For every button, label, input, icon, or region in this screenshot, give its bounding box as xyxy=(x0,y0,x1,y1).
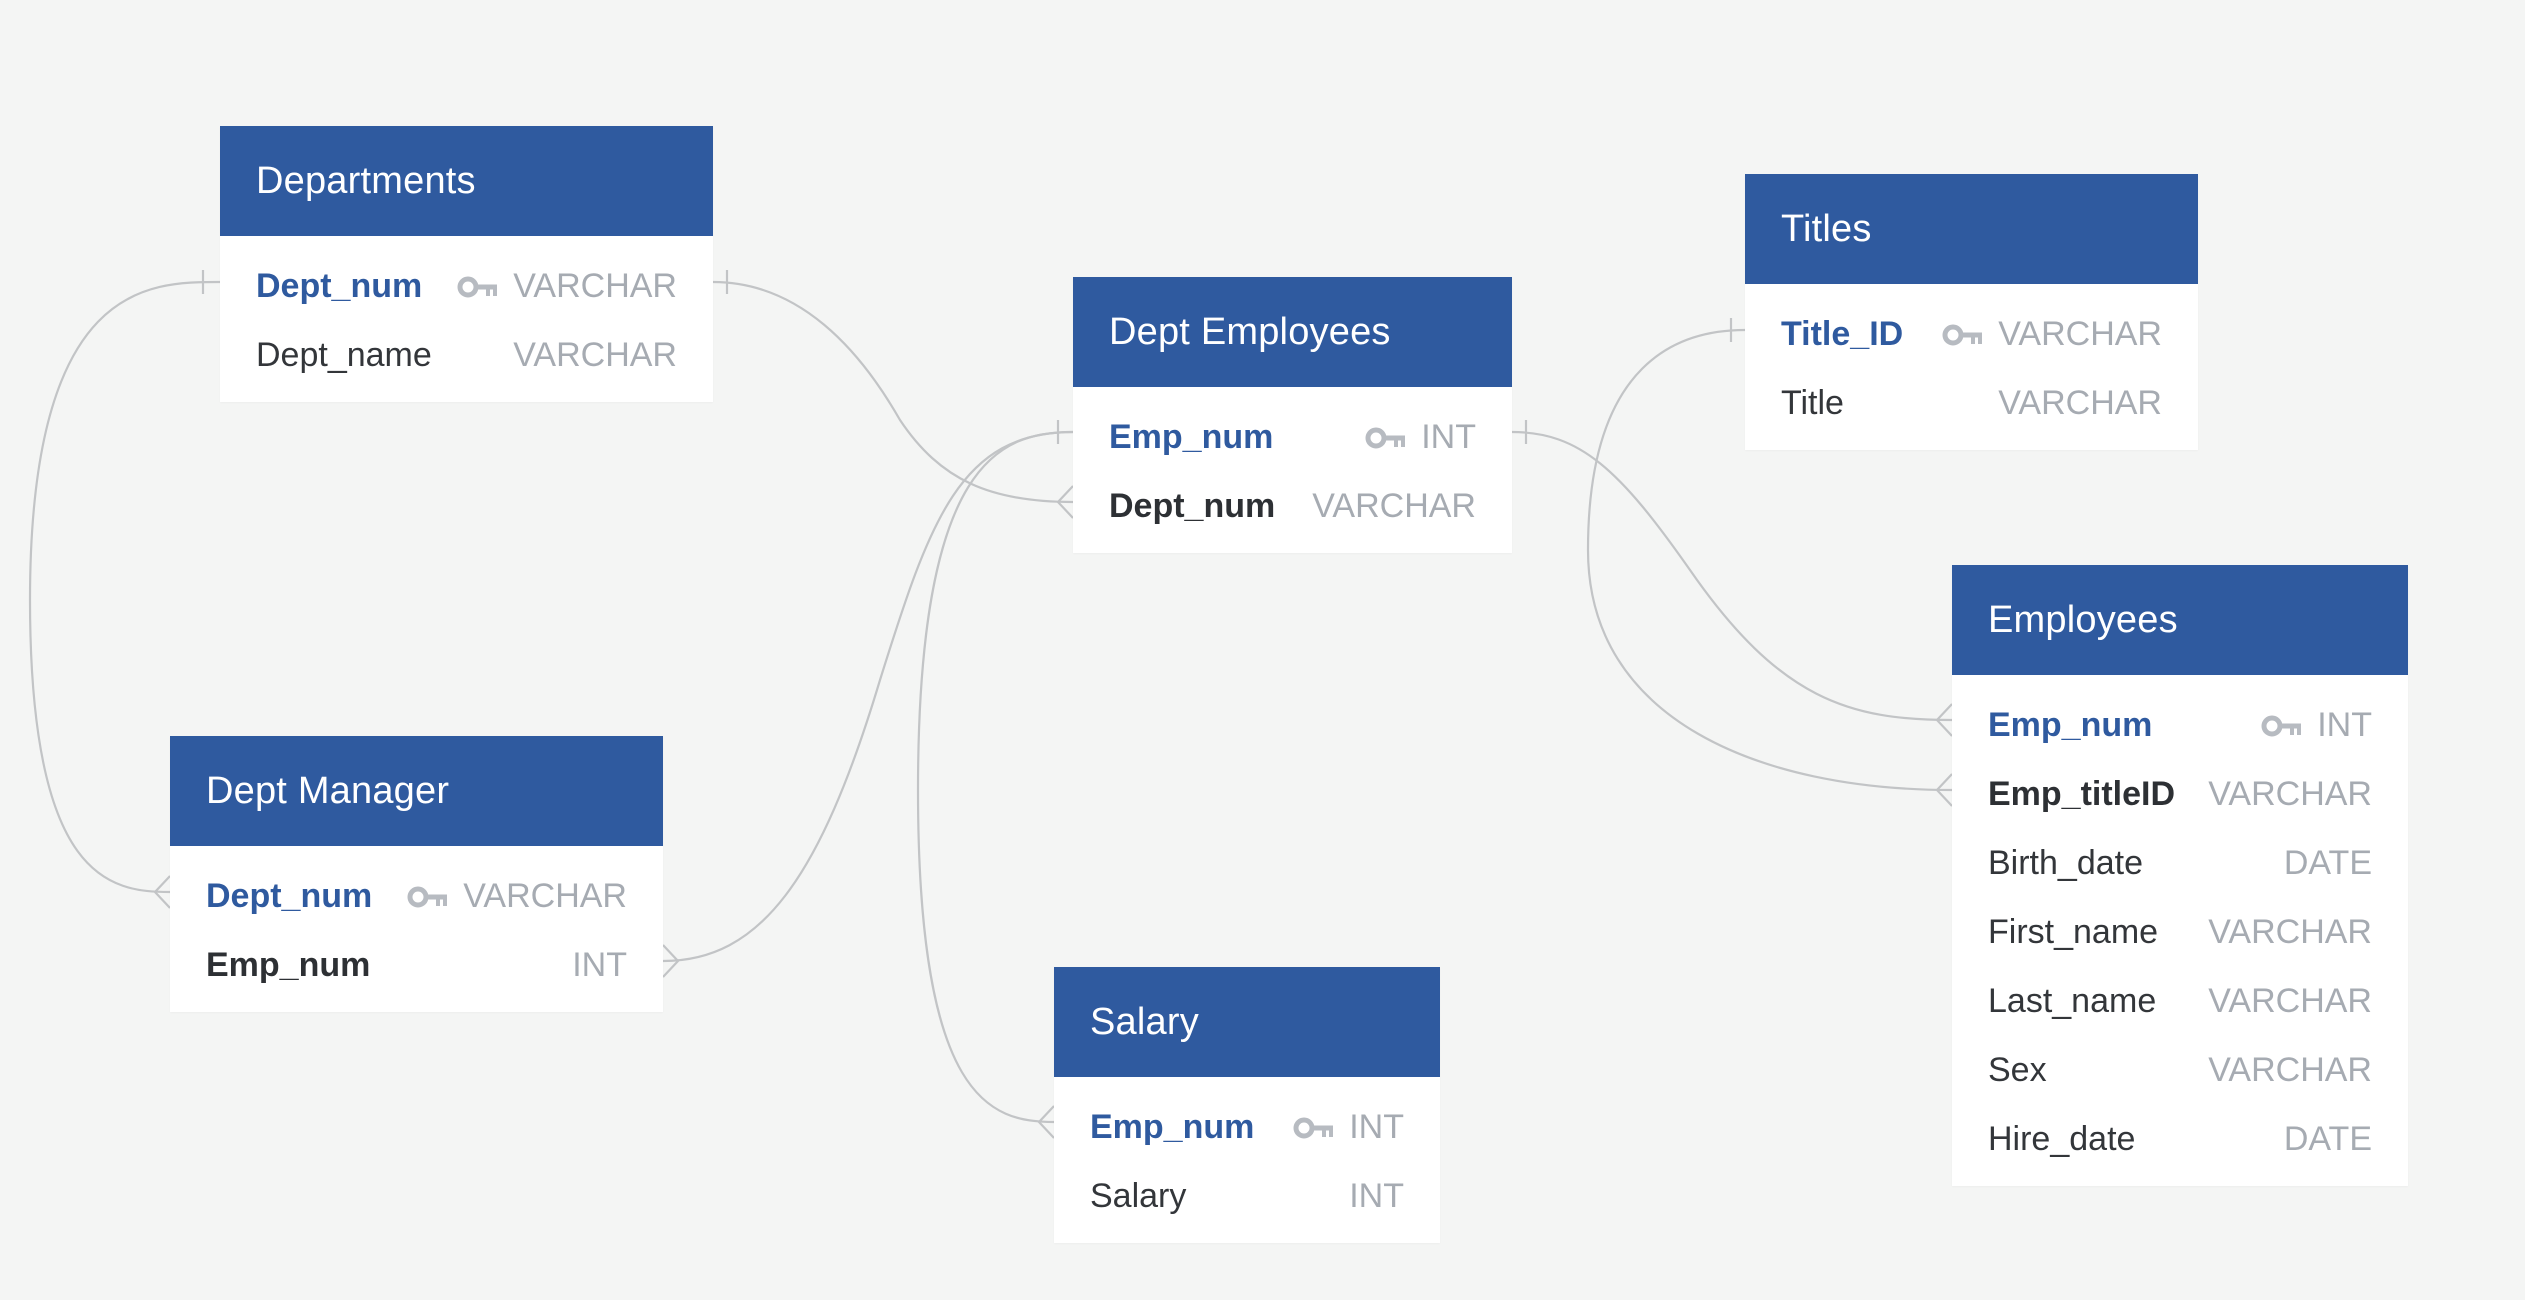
many-marker xyxy=(1037,1105,1055,1139)
table-departments[interactable]: Departments Dept_num VARCHAR Dept_name xyxy=(220,126,713,402)
link-titles-employees[interactable] xyxy=(1586,328,1953,792)
many-marker xyxy=(153,875,171,909)
column-name: Dept_name xyxy=(256,336,432,374)
link-departments-dept-manager[interactable] xyxy=(28,280,221,894)
table-header[interactable]: Dept Manager xyxy=(170,736,663,846)
table-title: Departments xyxy=(256,159,476,202)
column-type: VARCHAR xyxy=(513,267,677,305)
column-name: Dept_num xyxy=(206,877,373,915)
column-row[interactable]: Emp_num INT xyxy=(1054,1093,1440,1162)
column-row[interactable]: Emp_num INT xyxy=(170,931,663,1000)
column-type: INT xyxy=(572,946,627,984)
column-name: Emp_num xyxy=(1090,1108,1255,1146)
column-type: VARCHAR xyxy=(513,336,677,374)
column-row[interactable]: Emp_num INT xyxy=(1073,403,1512,472)
table-header[interactable]: Departments xyxy=(220,126,713,236)
column-type: INT xyxy=(2317,706,2372,744)
column-row[interactable]: Emp_num INT xyxy=(1952,691,2408,760)
column-name: Dept_num xyxy=(1109,487,1276,525)
link-departments-dept-employees[interactable] xyxy=(712,280,1074,504)
column-name: Sex xyxy=(1988,1051,2047,1089)
column-name: Emp_titleID xyxy=(1988,775,2176,813)
table-header[interactable]: Salary xyxy=(1054,967,1440,1077)
column-row[interactable]: First_name VARCHAR xyxy=(1952,898,2408,967)
column-name: Salary xyxy=(1090,1177,1187,1215)
column-row[interactable]: Sex VARCHAR xyxy=(1952,1036,2408,1105)
key-icon xyxy=(457,276,498,297)
column-row[interactable]: Title VARCHAR xyxy=(1745,369,2198,438)
column-row[interactable]: Dept_num VARCHAR xyxy=(220,252,713,321)
key-icon xyxy=(1365,427,1406,448)
link-dept-employees-salary[interactable] xyxy=(916,430,1074,1124)
many-marker xyxy=(1935,703,1953,737)
table-title: Employees xyxy=(1988,598,2178,641)
table-dept-employees[interactable]: Dept Employees Emp_num INT Dept_num xyxy=(1073,277,1512,553)
column-type: VARCHAR xyxy=(1998,384,2162,422)
column-type: INT xyxy=(1349,1177,1404,1215)
column-type: DATE xyxy=(2283,844,2372,882)
table-header[interactable]: Employees xyxy=(1952,565,2408,675)
column-type: VARCHAR xyxy=(2208,913,2372,951)
many-marker xyxy=(1935,773,1953,807)
column-name: Hire_date xyxy=(1988,1120,2136,1158)
column-name: Emp_num xyxy=(1988,706,2153,744)
column-name: Dept_num xyxy=(256,267,423,305)
column-name: Last_name xyxy=(1988,982,2157,1020)
table-title: Salary xyxy=(1090,1000,1199,1043)
table-salary[interactable]: Salary Emp_num INT Salary INT xyxy=(1054,967,1440,1243)
table-title: Dept Employees xyxy=(1109,310,1391,353)
column-type: INT xyxy=(1421,418,1476,456)
table-title: Dept Manager xyxy=(206,769,450,812)
column-type: VARCHAR xyxy=(463,877,627,915)
link-dept-employees-employees[interactable] xyxy=(1511,430,1953,722)
many-marker xyxy=(662,944,680,978)
key-icon xyxy=(1942,324,1983,345)
column-type: VARCHAR xyxy=(2208,1051,2372,1089)
column-row[interactable]: Dept_num VARCHAR xyxy=(1073,472,1512,541)
column-name: Title_ID xyxy=(1781,315,1904,353)
many-marker xyxy=(1056,485,1074,519)
column-type: VARCHAR xyxy=(1998,315,2162,353)
column-row[interactable]: Salary INT xyxy=(1054,1162,1440,1231)
table-header[interactable]: Dept Employees xyxy=(1073,277,1512,387)
table-dept-manager[interactable]: Dept Manager Dept_num VARCHAR Emp_num xyxy=(170,736,663,1012)
column-row[interactable]: Birth_date DATE xyxy=(1952,829,2408,898)
key-icon xyxy=(1293,1117,1334,1138)
column-name: First_name xyxy=(1988,913,2159,951)
column-name: Birth_date xyxy=(1988,844,2143,882)
column-row[interactable]: Hire_date DATE xyxy=(1952,1105,2408,1174)
table-employees[interactable]: Employees Emp_num INT Emp_titleID xyxy=(1952,565,2408,1186)
column-type: INT xyxy=(1349,1108,1404,1146)
table-title: Titles xyxy=(1781,207,1872,250)
column-name: Title xyxy=(1781,384,1844,422)
column-name: Emp_num xyxy=(1109,418,1274,456)
key-icon xyxy=(407,886,448,907)
column-type: VARCHAR xyxy=(2208,982,2372,1020)
link-dept-employees-dept-manager[interactable] xyxy=(662,430,1074,963)
column-name: Emp_num xyxy=(206,946,371,984)
column-row[interactable]: Emp_titleID VARCHAR xyxy=(1952,760,2408,829)
column-type: VARCHAR xyxy=(1312,487,1476,525)
column-type: DATE xyxy=(2283,1120,2372,1158)
table-titles[interactable]: Titles Title_ID VARCHAR Title VA xyxy=(1745,174,2198,450)
column-row[interactable]: Dept_name VARCHAR xyxy=(220,321,713,390)
key-icon xyxy=(2261,715,2302,736)
table-header[interactable]: Titles xyxy=(1745,174,2198,284)
column-type: VARCHAR xyxy=(2208,775,2372,813)
column-row[interactable]: Last_name VARCHAR xyxy=(1952,967,2408,1036)
column-row[interactable]: Title_ID VARCHAR xyxy=(1745,300,2198,369)
column-row[interactable]: Dept_num VARCHAR xyxy=(170,862,663,931)
